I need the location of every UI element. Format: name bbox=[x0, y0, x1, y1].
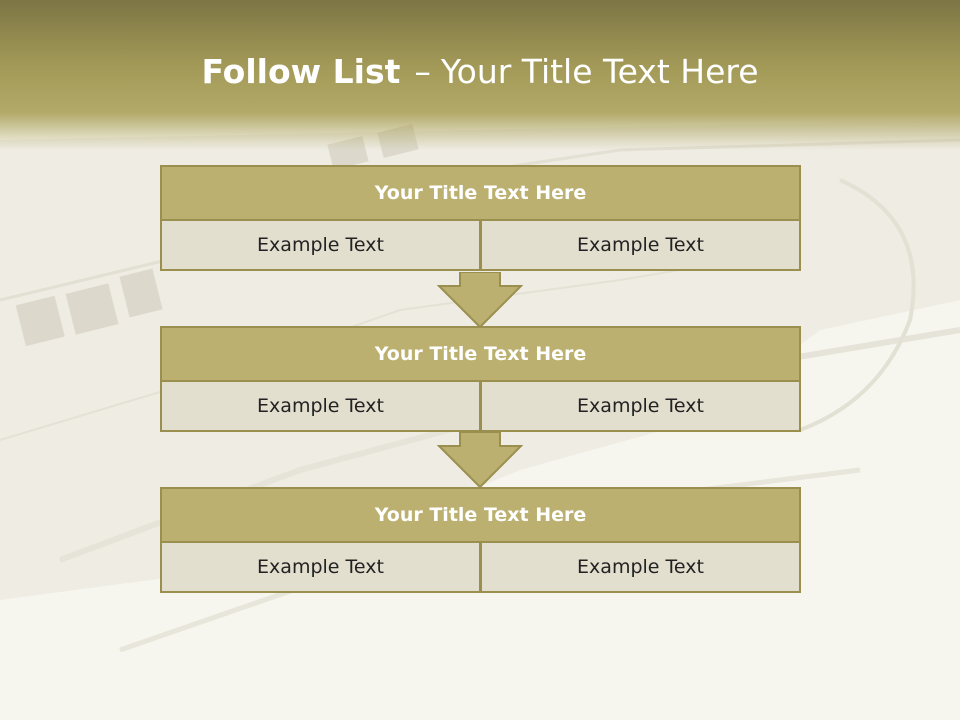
slide-title-separator: – bbox=[414, 52, 431, 91]
step-title: Your Title Text Here bbox=[160, 487, 801, 543]
step-cell-right: Example Text bbox=[481, 382, 801, 432]
step-cell-left: Example Text bbox=[160, 221, 481, 271]
step-title: Your Title Text Here bbox=[160, 165, 801, 221]
step-title: Your Title Text Here bbox=[160, 326, 801, 382]
step-cell-left: Example Text bbox=[160, 543, 481, 593]
step-box-3: Your Title Text Here Example Text Exampl… bbox=[160, 487, 801, 593]
step-row: Example Text Example Text bbox=[160, 543, 801, 593]
step-cell-left: Example Text bbox=[160, 382, 481, 432]
slide-title-bold: Follow List bbox=[201, 52, 401, 91]
step-row: Example Text Example Text bbox=[160, 382, 801, 432]
down-arrow-icon bbox=[437, 432, 523, 488]
slide-title: Follow List–Your Title Text Here bbox=[0, 52, 960, 91]
slide-title-rest: Your Title Text Here bbox=[440, 52, 759, 91]
step-cell-right: Example Text bbox=[481, 543, 801, 593]
step-box-1: Your Title Text Here Example Text Exampl… bbox=[160, 165, 801, 271]
header-band bbox=[0, 0, 960, 150]
step-cell-right: Example Text bbox=[481, 221, 801, 271]
step-box-2: Your Title Text Here Example Text Exampl… bbox=[160, 326, 801, 432]
step-row: Example Text Example Text bbox=[160, 221, 801, 271]
down-arrow-icon bbox=[437, 272, 523, 328]
